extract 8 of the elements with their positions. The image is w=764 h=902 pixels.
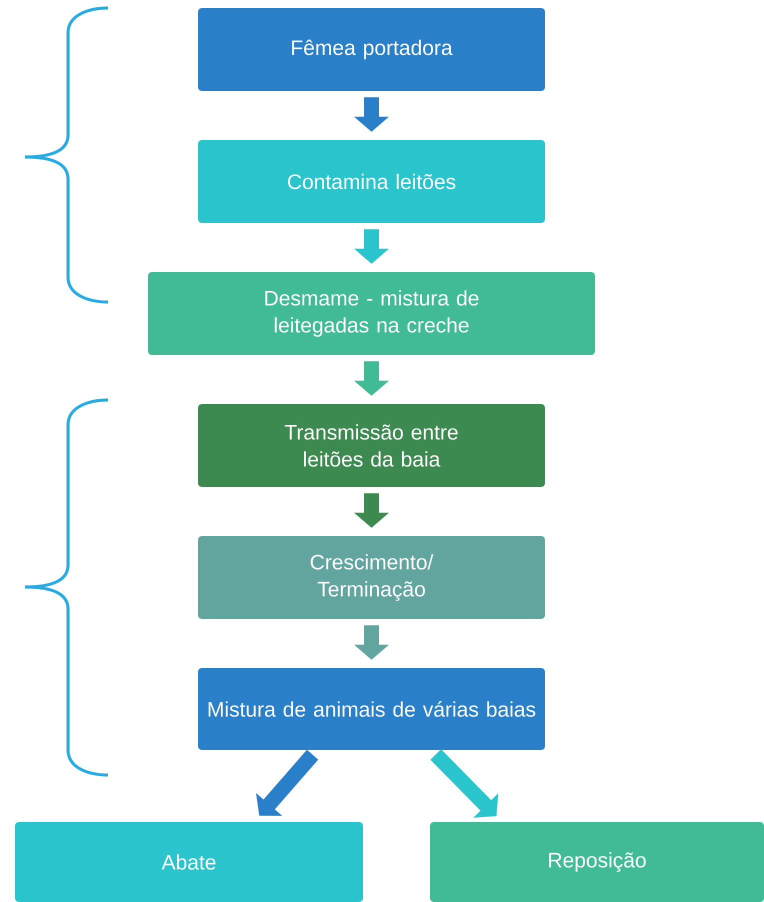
process-box: Contamina leitões — [198, 140, 545, 223]
process-box: Fêmea portadora — [198, 8, 545, 91]
process-box: Reposição — [430, 822, 764, 902]
process-box: Abate — [15, 822, 363, 902]
process-box: Crescimento/ Terminação — [198, 536, 545, 619]
process-box: Desmame - mistura de leitegadas na creche — [148, 272, 595, 355]
process-box: Transmissão entre leitões da baia — [198, 404, 545, 487]
process-box: Mistura de animais de várias baias — [198, 668, 545, 750]
